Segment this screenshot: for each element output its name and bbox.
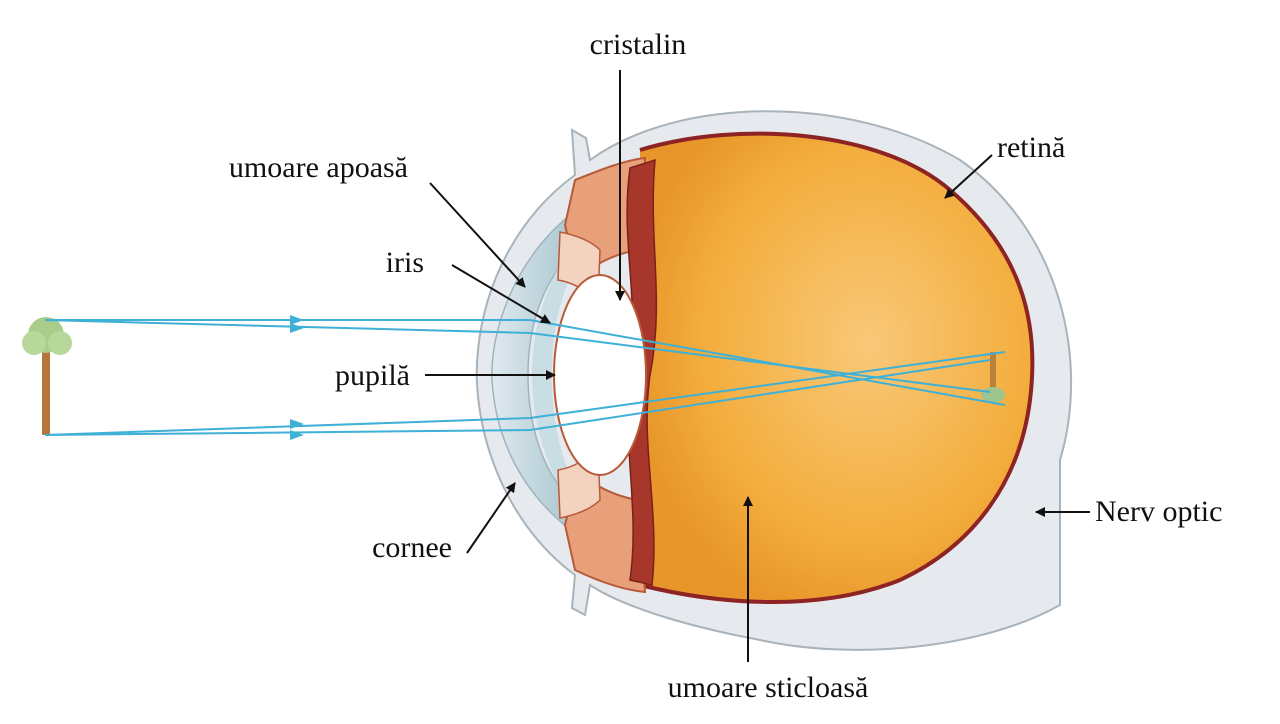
ray-direction-markers bbox=[290, 315, 304, 440]
leader-arrows bbox=[425, 70, 1090, 662]
ray-top-2 bbox=[44, 319, 991, 393]
cornee-arrow bbox=[466, 482, 516, 554]
retina-layer bbox=[639, 131, 1035, 604]
label-cristalin: cristalin bbox=[590, 28, 687, 61]
label-pupila: pupilă bbox=[335, 359, 410, 392]
umoare-apoasa-arrow bbox=[429, 182, 526, 288]
label-retina: retină bbox=[997, 131, 1065, 164]
label-nerv-optic: Nerv optic bbox=[1095, 495, 1222, 528]
iris-arrow bbox=[451, 264, 551, 324]
ray-bottom-2 bbox=[44, 359, 991, 436]
light-rays bbox=[44, 319, 1006, 436]
label-umoare-sticloasa: umoare sticloasă bbox=[668, 671, 869, 704]
label-iris: iris bbox=[386, 246, 424, 279]
aqueous-humor bbox=[532, 245, 582, 505]
ray-bottom-1 bbox=[44, 351, 1006, 436]
retina-arrow bbox=[944, 154, 993, 199]
crystalline-lens bbox=[553, 274, 647, 476]
vitreous-body bbox=[640, 133, 1033, 603]
label-umoare-apoasa: umoare apoasă bbox=[229, 151, 408, 184]
ray-top-1 bbox=[45, 319, 1006, 406]
label-cornee: cornee bbox=[372, 531, 452, 564]
object-tree bbox=[22, 317, 72, 435]
